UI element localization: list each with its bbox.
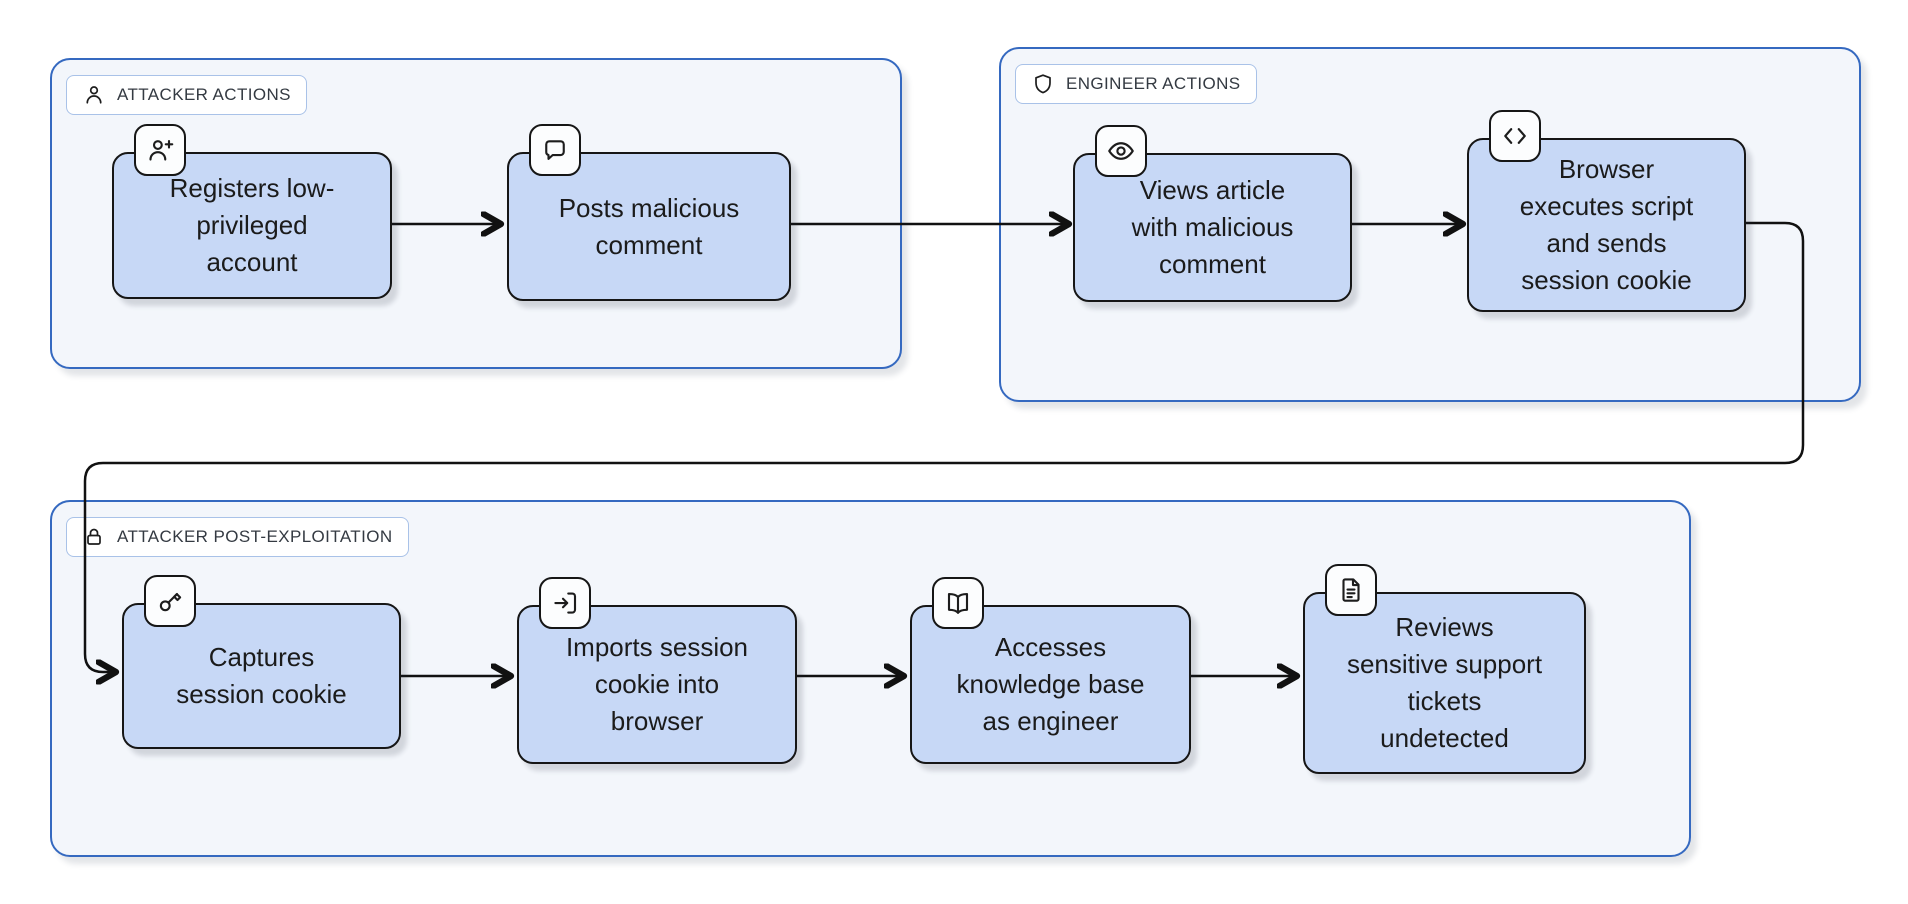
key-icon <box>159 592 182 612</box>
node-icon-badge <box>144 575 196 627</box>
book-icon <box>947 592 969 614</box>
node-label: Posts malicious comment <box>558 192 740 260</box>
node-label: Views article with malicious comment <box>1131 175 1294 279</box>
group-badge-engineer-actions: ENGINEER ACTIONS <box>1015 64 1257 104</box>
node-reviews-support-tickets: Reviews sensitive support tickets undete… <box>1303 564 1586 774</box>
node-icon-badge <box>1325 564 1377 616</box>
node-label: Accesses knowledge base as engineer <box>956 632 1145 736</box>
group-label: ENGINEER ACTIONS <box>1066 74 1241 93</box>
node-browser-executes-script: Browser executes script and sends sessio… <box>1467 110 1746 312</box>
node-captures-session-cookie: Captures session cookie <box>122 575 401 749</box>
node-accesses-knowledge-base: Accesses knowledge base as engineer <box>910 577 1191 764</box>
node-icon-badge <box>134 124 186 176</box>
code-icon <box>1504 128 1526 144</box>
file-text-icon <box>1342 578 1360 602</box>
comment-icon <box>545 140 565 160</box>
node-imports-session-cookie: Imports session cookie into browser <box>517 577 797 764</box>
node-posts-malicious-comment: Posts malicious comment <box>507 124 791 301</box>
node-registers-account: Registers low- privileged account <box>112 124 392 299</box>
group-badge-attacker-post-exploitation: ATTACKER POST-EXPLOITATION <box>66 517 409 557</box>
node-label: Browser executes script and sends sessio… <box>1519 154 1694 295</box>
node-icon-badge <box>1095 125 1147 177</box>
node-label: Reviews sensitive support tickets undete… <box>1346 612 1543 753</box>
lock-icon <box>87 528 101 545</box>
group-badge-attacker-actions: ATTACKER ACTIONS <box>66 75 307 115</box>
user-plus-icon <box>149 139 174 161</box>
login-icon <box>554 592 577 614</box>
node-icon-badge <box>529 124 581 176</box>
node-icon-badge <box>539 577 591 629</box>
node-icon-badge <box>1489 110 1541 162</box>
node-icon-badge <box>932 577 984 629</box>
node-label: Imports session cookie into browser <box>565 632 749 736</box>
person-icon <box>86 86 102 104</box>
node-views-article: Views article with malicious comment <box>1073 125 1352 302</box>
group-label: ATTACKER ACTIONS <box>117 85 291 104</box>
node-label: Registers low- privileged account <box>169 173 335 277</box>
group-label: ATTACKER POST-EXPLOITATION <box>117 527 393 546</box>
eye-icon <box>1108 142 1134 160</box>
shield-icon <box>1035 74 1051 94</box>
node-label: Captures session cookie <box>176 642 347 709</box>
